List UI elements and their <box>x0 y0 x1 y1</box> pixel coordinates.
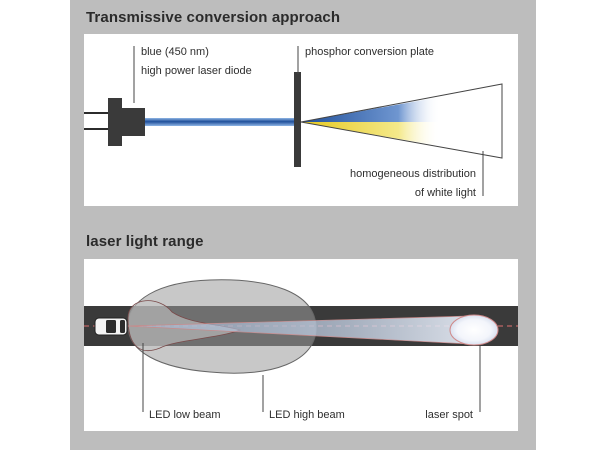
blue-laser-beam <box>145 118 295 126</box>
plate-label: phosphor conversion plate <box>305 46 434 58</box>
white-light-cone <box>300 83 503 159</box>
section-title-transmissive: Transmissive conversion approach <box>86 9 341 26</box>
distribution-label-line1: homogeneous distribution <box>350 168 476 180</box>
laser-diode <box>84 98 145 146</box>
laser-label-line1: blue (450 nm) <box>141 46 209 58</box>
low-beam-label: LED low beam <box>149 409 221 421</box>
phosphor-conversion-plate <box>294 72 301 167</box>
laser-label-line2: high power laser diode <box>141 65 252 77</box>
distribution-label-line2: of white light <box>415 187 476 199</box>
high-beam-label: LED high beam <box>269 409 345 421</box>
section-title-laser-range: laser light range <box>86 233 204 250</box>
laser-spot <box>449 314 499 346</box>
laser-spot-label: laser spot <box>425 409 473 421</box>
car-icon <box>94 317 128 336</box>
